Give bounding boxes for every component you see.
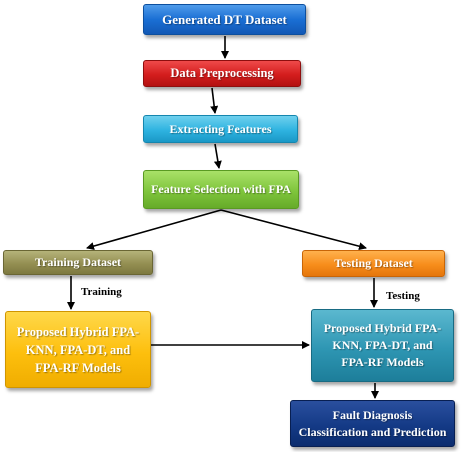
arrow-featsel-to-testing: [220, 209, 367, 251]
node-proposed-models-training: Proposed Hybrid FPA- KNN, FPA-DT, and FP…: [5, 311, 151, 388]
node-extracting-features: Extracting Features: [143, 115, 298, 143]
edge-label-training: Training: [81, 286, 122, 298]
node-data-preprocessing-label: Data Preprocessing: [170, 66, 274, 80]
node-testing-dataset-label: Testing Dataset: [334, 256, 413, 270]
arrow-extract-to-featsel: [213, 143, 222, 169]
node-feature-selection-label: Feature Selection with FPA: [151, 182, 291, 196]
node-proposed-right-line-3: FPA-RF Models: [341, 355, 424, 369]
node-extracting-features-label: Extracting Features: [169, 121, 272, 136]
node-proposed-left-line-2: KNN, FPA-DT, and: [25, 342, 131, 357]
node-proposed-right-line-2: KNN, FPA-DT, and: [332, 338, 433, 352]
arrow-preprocess-to-extract: [210, 87, 219, 114]
node-proposed-right-line-1: Proposed Hybrid FPA-: [323, 321, 442, 335]
node-generated-dataset: Generated DT Dataset: [143, 4, 306, 35]
node-training-dataset: Training Dataset: [3, 250, 153, 275]
node-fault-line-2: Classification and Prediction: [298, 424, 447, 439]
node-proposed-left-line-1: Proposed Hybrid FPA-: [16, 324, 140, 339]
node-training-dataset-label: Training Dataset: [34, 255, 122, 269]
node-generated-dataset-label: Generated DT Dataset: [162, 11, 287, 27]
node-testing-dataset: Testing Dataset: [302, 250, 445, 277]
node-fault-diagnosis: Fault Diagnosis Classification and Predi…: [290, 400, 455, 447]
node-feature-selection: Feature Selection with FPA: [143, 170, 299, 209]
node-proposed-models-testing: Proposed Hybrid FPA- KNN, FPA-DT, and FP…: [311, 309, 454, 382]
node-fault-line-1: Fault Diagnosis: [332, 407, 413, 422]
node-proposed-left-line-3: FPA-RF Models: [35, 360, 121, 375]
arrow-featsel-to-training: [86, 209, 222, 250]
node-data-preprocessing: Data Preprocessing: [143, 60, 301, 87]
edge-label-testing: Testing: [386, 290, 420, 302]
